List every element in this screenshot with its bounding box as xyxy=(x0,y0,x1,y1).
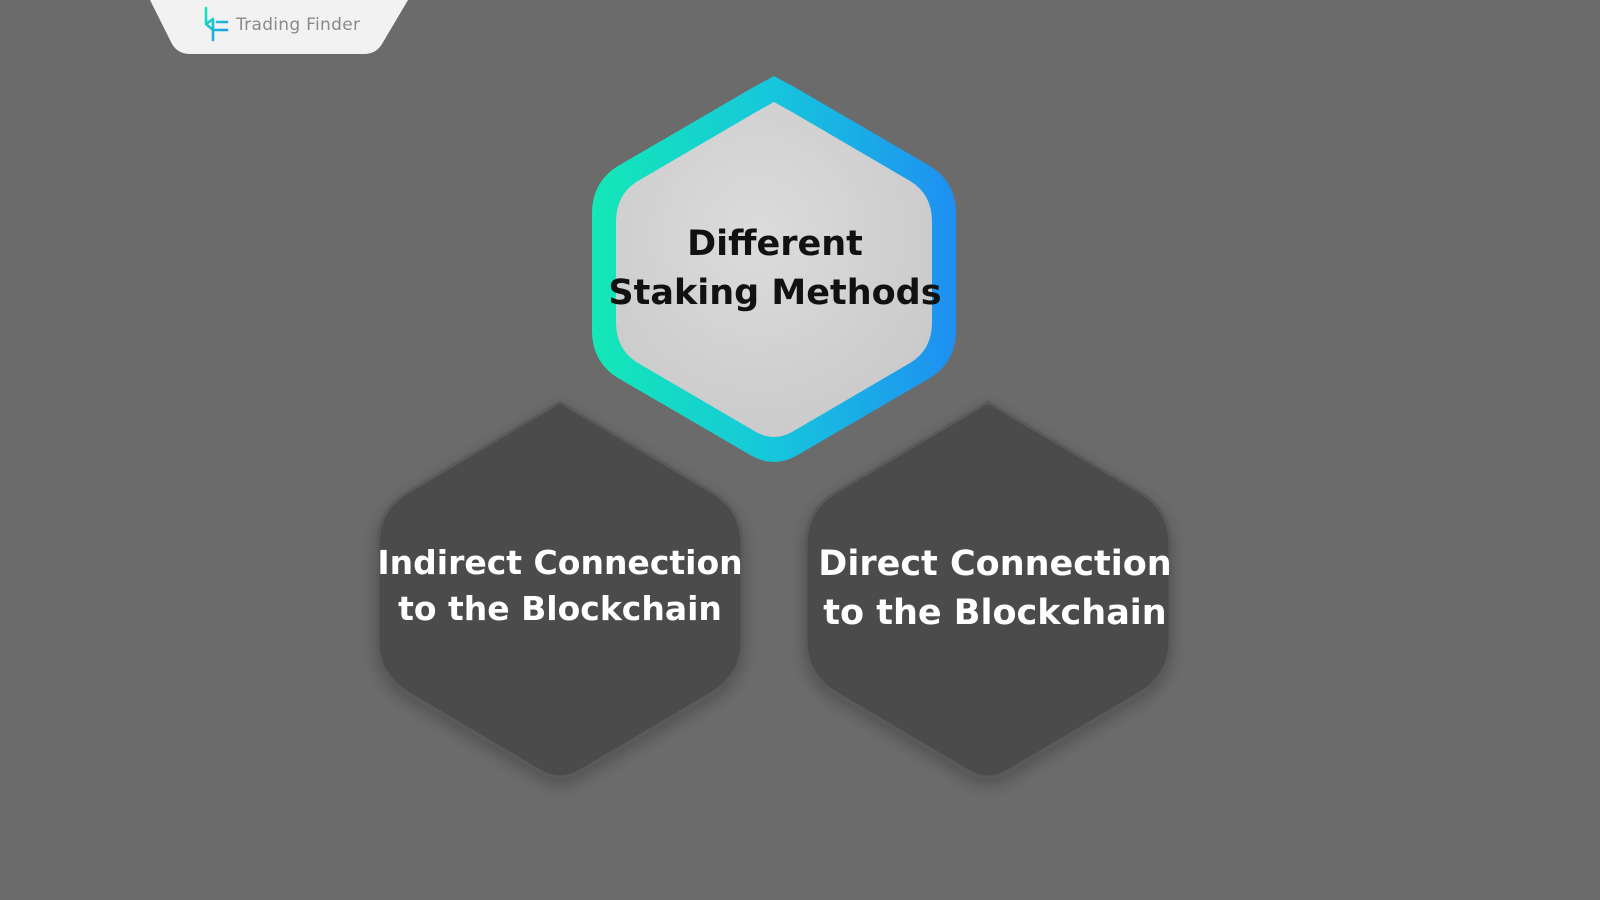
indirect-connection-label: Indirect Connection to the Blockchain xyxy=(377,540,742,632)
center-label-line2: Staking Methods xyxy=(608,273,942,313)
trading-finder-logo-icon xyxy=(204,6,229,42)
center-hexagon xyxy=(616,102,932,437)
left-label-line2: to the Blockchain xyxy=(398,589,722,628)
indirect-connection-hexagon xyxy=(376,400,744,779)
right-label-line1: Direct Connection xyxy=(818,544,1172,584)
direct-connection-label: Direct Connection to the Blockchain xyxy=(815,540,1175,638)
brand-name: Trading Finder xyxy=(236,15,361,35)
center-hexagon-label: Different Staking Methods xyxy=(600,220,950,318)
left-label-line1: Indirect Connection xyxy=(377,543,743,582)
center-label-line1: Different xyxy=(687,224,863,264)
brand-tab: Trading Finder xyxy=(150,0,416,55)
direct-connection-hexagon xyxy=(804,400,1172,779)
right-label-line2: to the Blockchain xyxy=(823,593,1167,633)
brand-tab-shape xyxy=(150,0,408,54)
